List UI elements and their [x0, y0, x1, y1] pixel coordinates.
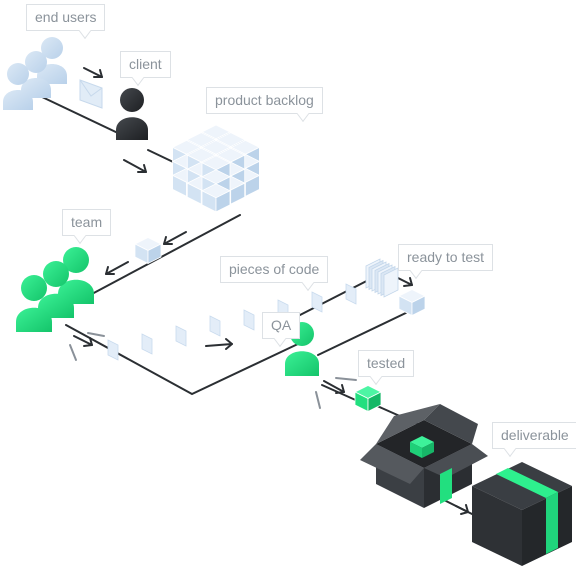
ready-cube-icon [398, 289, 426, 317]
end-users-icon [3, 37, 67, 110]
code-piece-icon [175, 325, 187, 347]
arrow-icon [205, 338, 233, 350]
pieces-of-code-label: pieces of code [229, 261, 320, 277]
callout-tested: tested [358, 350, 415, 377]
code-pieces [107, 283, 357, 361]
arrow-icon [73, 335, 93, 347]
code-piece-icon [107, 339, 119, 361]
code-piece-icon [209, 315, 221, 337]
arrows [73, 67, 469, 515]
ready-cube-icon [398, 289, 426, 317]
team-label: team [71, 214, 103, 230]
end-users-label: end users [35, 9, 97, 25]
backlog-cube-icon [201, 183, 231, 213]
product-backlog-label: product backlog [215, 92, 314, 108]
open-box-icon [360, 404, 488, 508]
client-label: client [129, 56, 162, 72]
arrow-icon [455, 504, 469, 515]
arrow-icon [105, 261, 129, 275]
code-piece-icon [243, 309, 255, 331]
callout-team: team [62, 209, 112, 236]
callout-end-users: end users [26, 4, 106, 31]
motion-marks [69, 332, 357, 409]
arrow-icon [83, 67, 103, 78]
line-qa-to-tested [321, 384, 361, 403]
line-users-to-client [39, 95, 121, 135]
callout-ready-to-test: ready to test [398, 244, 494, 271]
document-icon [79, 79, 103, 109]
arrow-icon [163, 231, 187, 245]
arrow-icon [323, 380, 345, 394]
line-backlog-to-team [89, 214, 241, 296]
code-piece-icon [141, 333, 153, 355]
deliverable-label: deliverable [501, 427, 569, 443]
tested-cube-icon [354, 385, 382, 413]
product-backlog-cubes [171, 124, 261, 213]
client-icon [116, 88, 148, 140]
cube-icon [134, 237, 162, 265]
deliverable-box-icon [472, 462, 572, 566]
code-piece-icon [311, 291, 323, 313]
ready-to-test-label: ready to test [407, 249, 485, 265]
qa-label: QA [271, 317, 292, 333]
line-qa-to-ready-lower [317, 309, 413, 356]
cube-icon [134, 237, 162, 265]
team-icon [16, 247, 94, 332]
callout-client: client [120, 51, 171, 78]
arrow-icon [123, 159, 147, 173]
code-stack-icon [365, 258, 399, 298]
callout-deliverable: deliverable [492, 422, 576, 449]
tested-cube-icon [354, 385, 382, 413]
code-piece-icon [345, 283, 357, 305]
tested-label: tested [367, 355, 406, 371]
callout-qa: QA [262, 312, 301, 339]
callout-pieces-of-code: pieces of code [220, 256, 329, 283]
callout-product-backlog: product backlog [206, 87, 323, 114]
